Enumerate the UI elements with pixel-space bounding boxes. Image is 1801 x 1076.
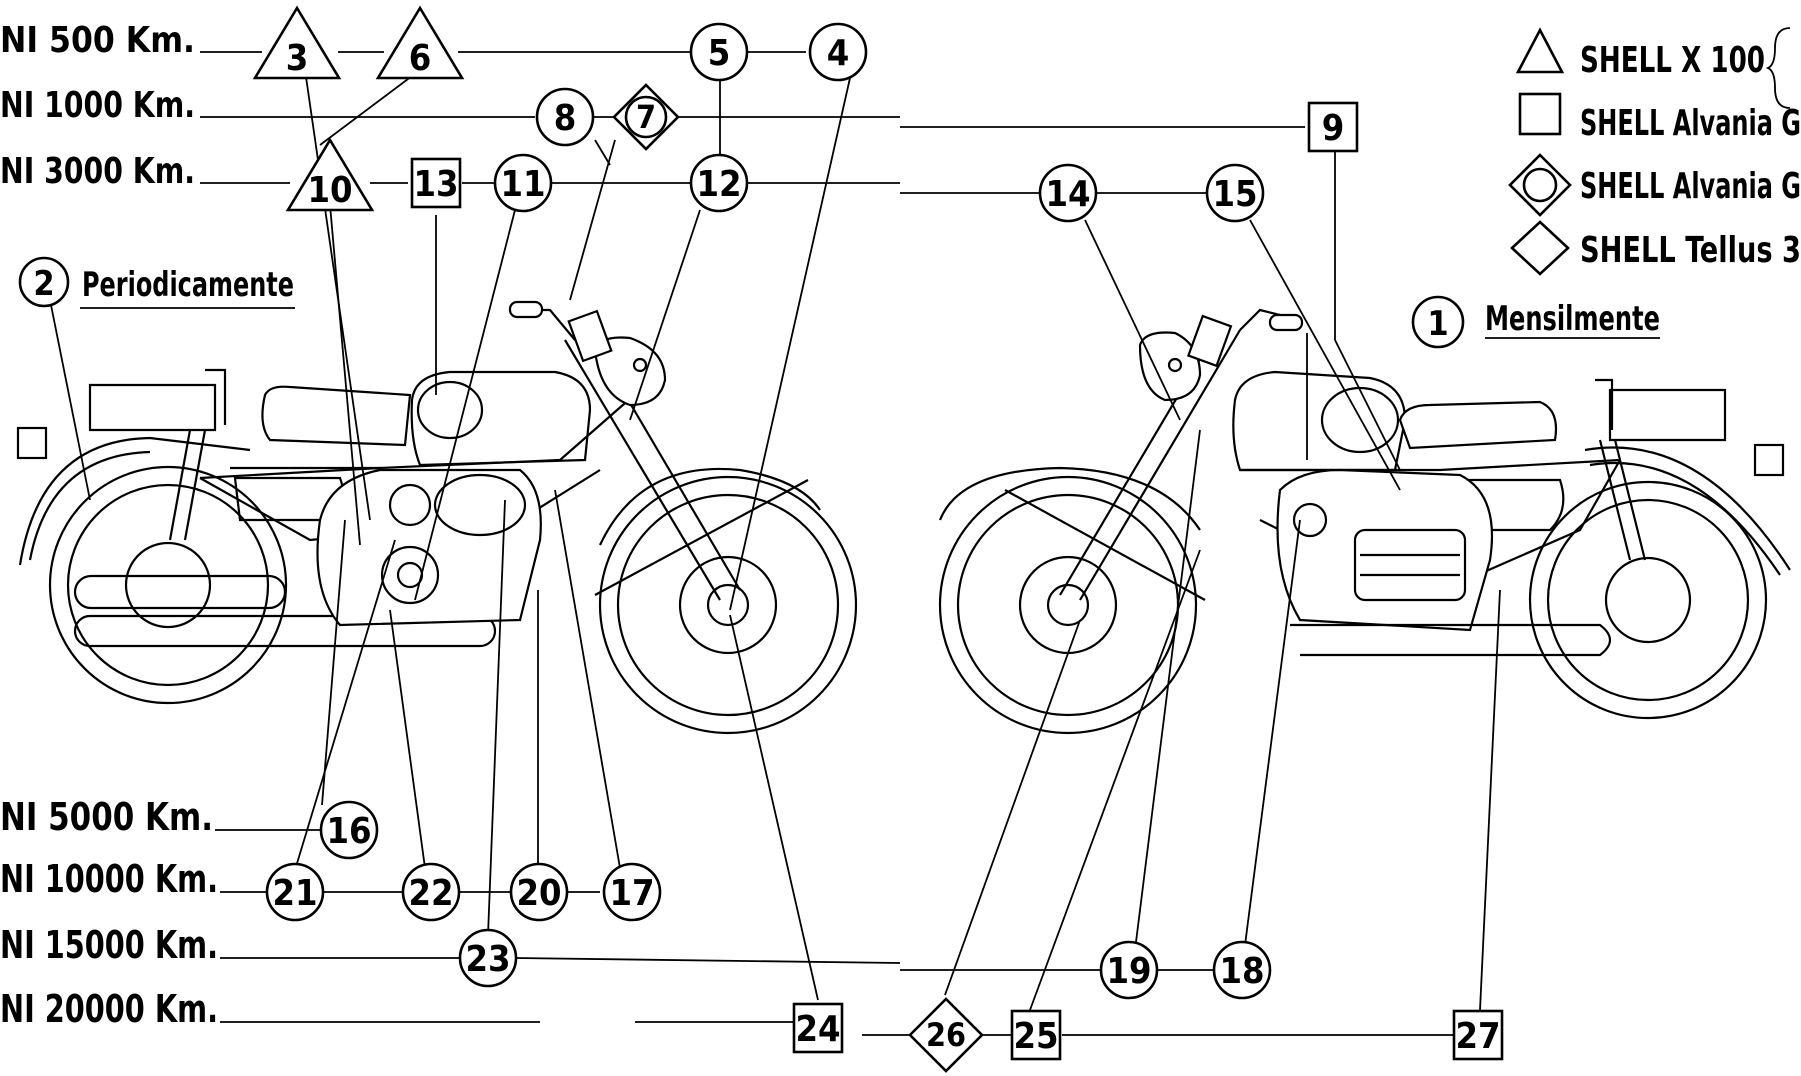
lubrication-point-4: 4 [808,22,868,82]
lubrication-point-25: 25 [1010,1009,1062,1061]
lubrication-point-10-number: 10 [307,170,352,211]
interval-500-km-label: NI 500 Km. [0,20,195,61]
lubrication-point-9: 9 [1307,101,1359,153]
interval-20000-km-label: NI 20000 Km. [0,987,218,1031]
lubrication-point-22: 22 [401,862,461,922]
lubrication-point-27-number: 27 [1455,1016,1500,1057]
legend-diamond-icon [1510,220,1570,276]
lubrication-point-23-number: 23 [465,939,510,980]
lubrication-point-23: 23 [458,928,518,988]
interval-5000-km-label: NI 5000 Km. [0,795,213,839]
legend-triangle-icon [1515,27,1565,74]
lubrication-point-13-number: 13 [413,164,458,205]
lubrication-point-8-number: 8 [554,98,577,139]
lubrication-point-4-number: 4 [827,33,850,74]
legend-square-icon [1518,92,1562,136]
periodic-note-2-text: Periodicamente [82,265,294,305]
legend-shell-alvania-g-circle-diamond: SHELL Alvania G [1580,166,1801,207]
lubrication-point-21: 21 [265,862,325,922]
lubrication-point-15: 15 [1205,163,1265,223]
periodic-note-1: 1 Mensilmente [1411,295,1660,349]
lubrication-point-11-number: 11 [500,164,545,205]
lubrication-point-5: 5 [689,22,749,82]
lubrication-point-15-number: 15 [1212,174,1257,215]
legend-shell-tellus: SHELL Tellus 3 [1580,230,1801,271]
lubrication-point-7-number: 7 [636,98,656,136]
interval-labels: NI 500 Km. NI 1000 Km. NI 3000 Km. NI 50… [0,20,218,1031]
lubrication-point-13: 13 [410,157,462,209]
lubrication-point-21-number: 21 [272,873,317,914]
lubrication-point-6-number: 6 [409,38,432,79]
interval-3000-km-label: NI 3000 Km. [0,151,195,192]
connection-lines [49,51,1660,1036]
lubrication-point-11: 11 [493,153,553,213]
lubrication-point-24-number: 24 [795,1009,840,1050]
legend-shell-alvania-g-square: SHELL Alvania G [1580,103,1801,144]
periodic-note-2-number: 2 [33,264,54,304]
lubrication-point-19: 19 [1099,940,1159,1000]
lubrication-point-17: 17 [602,862,662,922]
lubrication-point-14: 14 [1038,163,1098,223]
interval-10000-km-label: NI 10000 Km. [0,857,218,901]
lubrication-point-20-number: 20 [516,873,561,914]
lubrication-point-17-number: 17 [609,873,654,914]
lubrication-point-27: 27 [1452,1009,1504,1061]
lubrication-point-9-number: 9 [1322,108,1345,149]
lubrication-point-20: 20 [509,862,569,922]
lubrication-point-14-number: 14 [1045,174,1090,215]
lubrication-point-26-number: 26 [926,1016,966,1054]
interval-1000-km-label: NI 1000 Km. [0,85,195,126]
interval-15000-km-label: NI 15000 Km. [0,923,218,967]
lubrication-point-18-number: 18 [1219,951,1264,992]
lubrication-point-25-number: 25 [1013,1016,1058,1057]
lubrication-point-24: 24 [792,1002,844,1054]
lubrication-point-26: 26 [908,997,984,1073]
lubrication-point-12-number: 12 [696,164,741,205]
legend-shell-x100: SHELL X 100 [1580,40,1765,81]
motorcycle-right-side-drawing [938,308,1791,735]
lubrication-point-12: 12 [689,153,749,213]
lubrication-point-10: 10 [285,137,375,212]
lubrication-point-6: 6 [375,5,465,80]
lubrication-point-3: 3 [252,5,342,80]
lubrication-point-19-number: 19 [1106,951,1151,992]
lubrication-point-5-number: 5 [708,33,731,74]
periodic-note-1-text: Mensilmente [1485,299,1660,339]
legend: SHELL X 100 SHELL Alvania G SHELL Alvani… [1508,27,1801,276]
periodic-note-1-number: 1 [1427,304,1448,344]
lubrication-point-22-number: 22 [408,873,453,914]
lubrication-point-18: 18 [1212,940,1272,1000]
lubrication-point-3-number: 3 [286,38,309,79]
lubrication-point-16: 16 [319,800,379,860]
lubrication-point-8: 8 [535,87,595,147]
lubrication-point-16-number: 16 [326,811,371,852]
lubrication-point-7: 7 [612,83,680,151]
legend-circle-in-diamond-icon [1508,153,1572,217]
periodic-note-2: 2 Periodicamente [18,256,294,308]
